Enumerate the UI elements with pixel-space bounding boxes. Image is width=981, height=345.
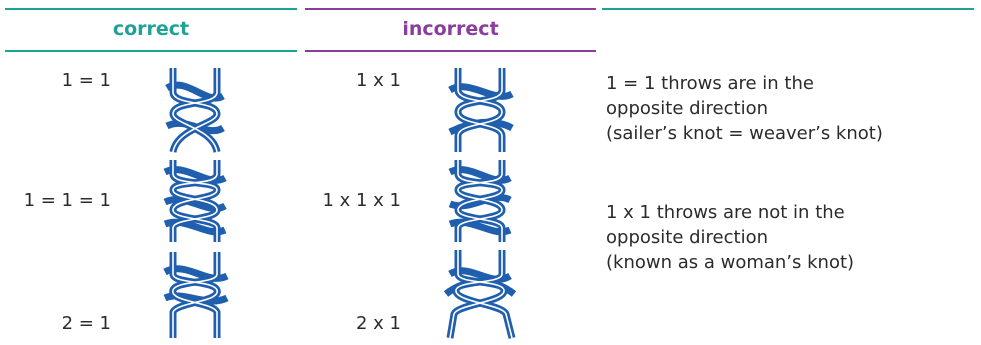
note-line: 1 = 1 throws are in the xyxy=(606,73,814,94)
correct-label-double: 2 = 1 xyxy=(61,313,111,334)
knot-granny-icon xyxy=(448,68,514,152)
incorrect-header-title: incorrect xyxy=(402,18,499,40)
knot-granny-double-icon xyxy=(443,250,517,339)
knot-square-icon xyxy=(165,68,225,154)
header-rule-top xyxy=(602,8,974,10)
note-line: opposite direction xyxy=(606,98,768,119)
header-rule-top xyxy=(5,8,297,10)
knot-triple-icon xyxy=(163,160,227,242)
knot-granny-triple-icon xyxy=(448,160,512,242)
note-correct-explanation: 1 = 1 throws are in the opposite directi… xyxy=(606,71,976,146)
note-line: (known as a woman’s knot) xyxy=(606,252,855,273)
incorrect-label-single: 1 x 1 xyxy=(356,70,401,91)
correct-column-header: correct xyxy=(5,8,297,52)
header-rule-top xyxy=(305,8,596,10)
header-rule-bottom xyxy=(5,50,297,52)
note-line: (sailer’s knot = weaver’s knot) xyxy=(606,123,883,144)
note-column-header xyxy=(602,8,974,10)
correct-label-single: 1 = 1 xyxy=(61,70,111,91)
correct-label-triple: 1 = 1 = 1 xyxy=(23,190,111,211)
incorrect-label-triple: 1 x 1 x 1 xyxy=(322,190,401,211)
incorrect-label-double: 2 x 1 xyxy=(356,313,401,334)
note-line: opposite direction xyxy=(606,227,768,248)
knot-double-icon xyxy=(163,252,229,338)
incorrect-column-header: incorrect xyxy=(305,8,596,52)
note-incorrect-explanation: 1 x 1 throws are not in the opposite dir… xyxy=(606,200,976,275)
correct-header-title: correct xyxy=(112,18,190,40)
note-line: 1 x 1 throws are not in the xyxy=(606,202,845,223)
header-rule-bottom xyxy=(305,50,596,52)
